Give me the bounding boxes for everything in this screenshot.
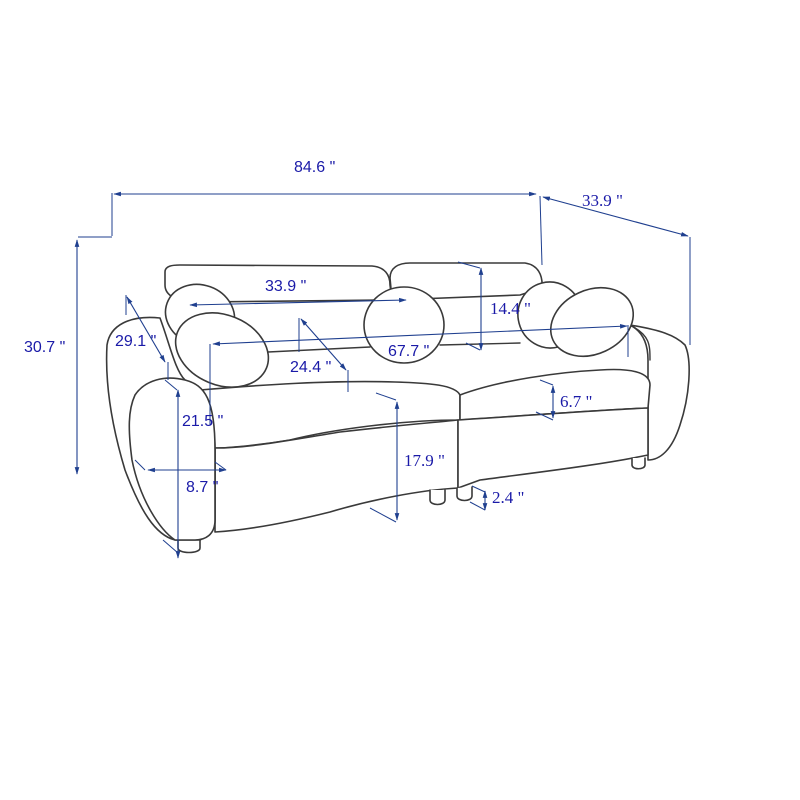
dimension-labels: 84.6 " 33.9 " 30.7 " 33.9 " 14.4 " 29.1 …: [24, 159, 623, 507]
label-seat-height: 17.9 ": [404, 451, 445, 470]
label-overall-depth: 33.9 ": [582, 191, 623, 210]
label-armrest-width: 8.7 ": [186, 479, 218, 496]
sofa-drawing: [105, 262, 690, 554]
label-seat-width: 67.7 ": [388, 343, 429, 360]
dimension-lines: [74, 191, 691, 559]
armrest-right: [629, 324, 690, 461]
armrest-left-front: [128, 377, 216, 541]
label-cushion-thickness: 6.7 ": [560, 392, 592, 411]
label-armrest-depth: 29.1 ": [115, 333, 156, 350]
label-seat-depth: 24.4 ": [290, 359, 331, 376]
label-overall-width: 84.6 ": [294, 159, 335, 176]
label-armrest-height: 21.5 ": [182, 413, 223, 430]
leg-front-mid-1: [429, 489, 446, 506]
label-backrest-height: 14.4 ": [490, 299, 531, 318]
leg-front-left: [177, 539, 201, 554]
seat-base-right: [457, 407, 649, 489]
leg-front-mid-2: [456, 486, 473, 502]
label-backrest-width: 33.9 ": [265, 278, 306, 295]
label-overall-height: 30.7 ": [24, 339, 65, 356]
leg-back-right: [631, 457, 646, 470]
label-leg-height: 2.4 ": [492, 488, 524, 507]
